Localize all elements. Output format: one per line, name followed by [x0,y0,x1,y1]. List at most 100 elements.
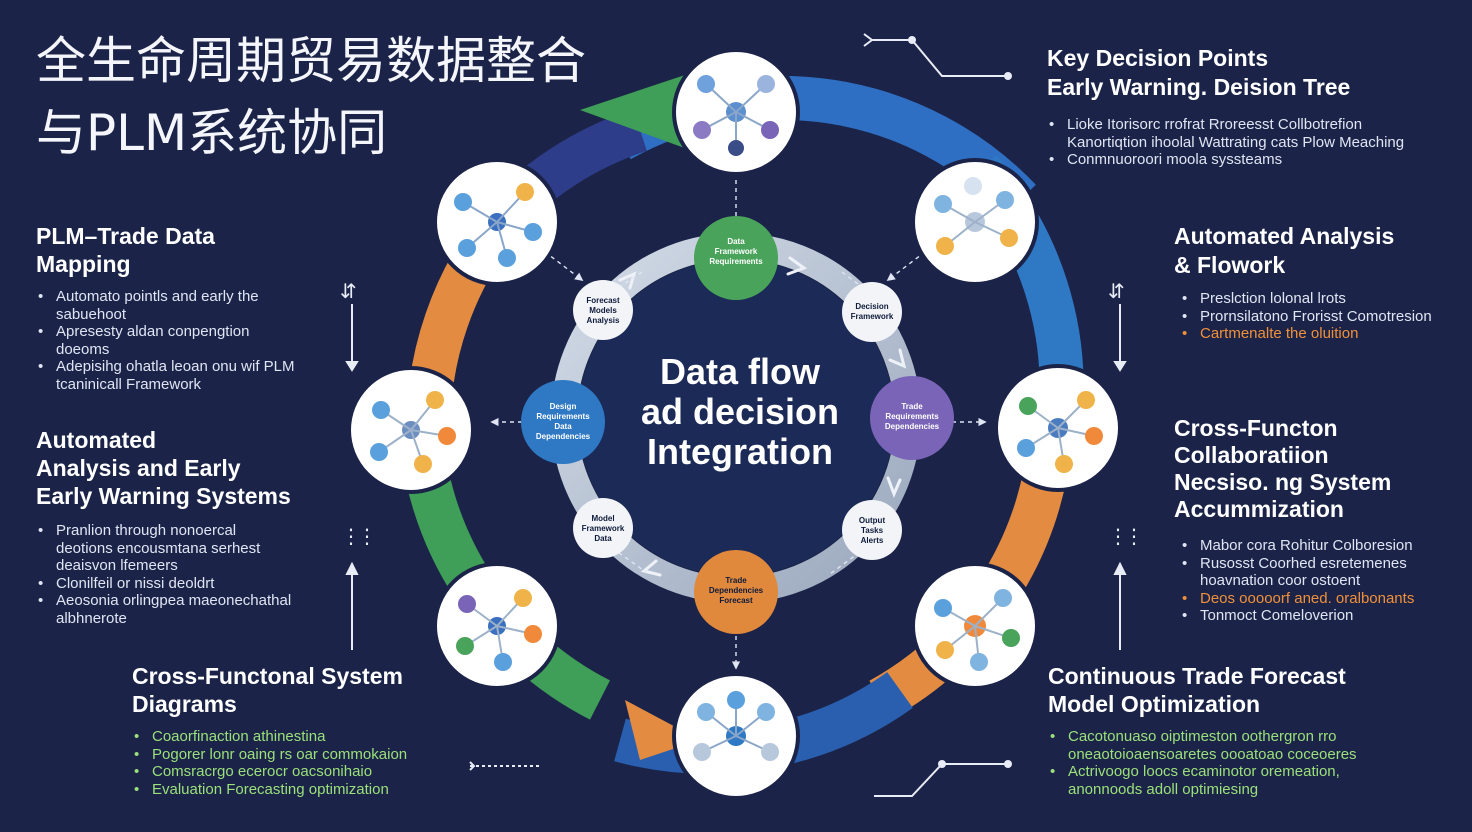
bullet-line: hoavnation coor ostoent [1200,572,1361,589]
section-r2-bullets: Mabor cora Rohitur Colboresion Rusosst C… [1180,537,1464,625]
node-bottom-left-small-label: Model Framework Data [558,514,648,544]
section-tr-heading: Key Decision Points Early Warning. Deisi… [1047,44,1447,102]
node-top-line-3: Requirements [709,257,763,266]
bullet-line: Mabor cora Rohitur Colboresion [1200,537,1413,554]
list-item: Aeosonia orlingpea maeonechathal albhner… [36,592,336,627]
node-bottom-left-small [573,498,633,558]
node-tls-line-1: Forecast [586,296,620,305]
network-badge-left [347,366,475,494]
list-item: Mabor cora Rohitur Colboresion [1180,537,1464,555]
node-right-line-1: Trade [901,402,923,411]
network-badge-top-right [911,158,1039,286]
flow-right-icon: ⇵ [1108,279,1125,303]
bullet-line: Lioke Itorisorc rrofrat Rroreesst Collbo… [1067,116,1363,133]
bullet-line: Tonmoct Comeloverion [1200,607,1354,624]
node-left-line-1: Design [549,402,577,411]
bullet-line: Automato pointls and early the [56,288,259,305]
list-item: Conmnuoroori moola syssteams [1047,151,1447,169]
bullet-line: sabuehoot [56,305,127,323]
list-item: Comsracrgo ecerocr oacsonihaio [132,763,462,781]
node-left-line-2: Requirements [536,412,590,421]
section-key-decision-points: Key Decision Points Early Warning. Deisi… [1047,44,1447,169]
node-right-line-3: Dependencies [884,422,940,431]
list-item: Cacotonuaso oiptimeston oothergron rro o… [1048,728,1448,763]
node-brs-line-1: Output [858,516,886,525]
bullet-line: doeoms [56,340,110,358]
section-bl-bullets: Coaorfinaction athinestina Pogorer lonr … [132,728,462,798]
bullet-line: Conmnuoroori moola syssteams [1067,151,1283,168]
center-line-1: Data flow [659,351,820,392]
section-ml-heading-3: Early Warning Systems [36,483,291,509]
node-left-label: Design Requirements Data Dependencies [518,402,608,442]
node-bottom [694,550,778,634]
section-tl-bullets: Automato pointls and early the sabuehoot… [36,288,326,393]
bullet-line: Rusosst Coorhed esretemenes [1200,554,1407,572]
list-item: Coaorfinaction athinestina [132,728,462,746]
section-ml-bullets: Pranlion through nonoercal deotions enco… [36,522,336,627]
center-label: Data flow ad decision Integration [600,352,880,472]
node-top-line-1: Data [727,237,745,246]
section-r1-bullets: Preslction lolonal lrots Prornsilatono F… [1180,290,1464,343]
section-bl-heading-2: Diagrams [132,691,237,717]
side-arrows [345,304,1127,650]
inner-core [578,260,894,576]
network-badge-bottom-right [911,562,1039,690]
node-top-label: Data Framework Requirements [691,237,781,267]
node-top-left-small [573,280,633,340]
section-tr-heading-1: Key Decision Points [1047,45,1269,71]
leader-lines [469,33,1012,797]
node-bls-line-3: Data [594,534,612,543]
section-bl-heading-1: Cross-Functonal System [132,663,403,689]
section-ml-heading-2: Analysis and Early [36,455,241,481]
node-right-label: Trade Requirements Dependencies [867,402,957,432]
bullet-line: Clonilfeil or nissi deoldrt [56,574,215,592]
section-tr-heading-2: Early Warning. Deision Tree [1047,74,1351,100]
list-item: Automato pointls and early the sabuehoot [36,288,326,323]
section-r2-heading-1: Cross-Functon [1174,415,1338,441]
section-r2-heading-2: Collaboratiion [1174,442,1329,468]
node-top-right-small-label: Decision Framework [827,302,917,322]
network-badge-bottom-left [433,562,561,690]
bullet-line: anonnoods adoll optimiesing [1068,780,1259,798]
list-item: Prornsilatono Frorisst Comotresion [1180,308,1464,326]
node-brs-line-3: Alerts [860,536,884,545]
list-item: Adepisihg ohatla leoan onu wif PLM tcani… [36,358,326,393]
list-item: Actrivoogo loocs ecaminotor oremeation, … [1048,763,1448,798]
network-badge-top [672,48,800,176]
section-r1-heading-2: & Flowork [1174,252,1286,278]
node-right-line-2: Requirements [885,412,939,421]
section-br-heading: Continuous Trade Forecast Model Optimiza… [1048,662,1448,718]
list-item: Apresesty aldan conpengtion doeoms [36,323,326,358]
grid-left-icon: ⋮⋮ [341,524,377,548]
page-title: 全生命周期贸易数据整合 与PLM系统协同 [36,30,586,164]
node-trs-line-2: Framework [850,312,894,321]
section-cross-function-collaboration: Cross-Functon Collaboratiion Necsiso. ng… [1174,415,1464,625]
section-plm-trade-mapping: PLM–Trade Data Mapping Automato pointls … [36,222,326,393]
ring-arrow-top [580,70,700,150]
bullet-line: albhnerote [56,609,127,627]
node-left-line-4: Dependencies [535,432,591,441]
section-tl-heading-1: PLM–Trade Data [36,223,215,249]
bullet-line: oneaotoioaensoaretes oooatoao coceoeres [1068,745,1357,763]
section-cross-functional-diagrams: Cross-Functonal System Diagrams Coaorfin… [132,662,462,798]
bullet-line: Aeosonia orlingpea maeonechathal [56,592,292,609]
node-bottom-label: Trade Dependencies Forecast [691,576,781,606]
list-item: Preslction lolonal lrots [1180,290,1464,308]
node-bottom-line-2: Dependencies [708,586,764,595]
list-item: Rusosst Coorhed esretemenes hoavnation c… [1180,555,1464,590]
list-item: Clonilfeil or nissi deoldrt [36,575,336,593]
section-r2-heading-4: Accummization [1174,496,1344,522]
section-bl-heading: Cross-Functonal System Diagrams [132,662,462,718]
grid-right-icon: ⋮⋮ [1108,524,1144,548]
section-ml-heading: Automated Analysis and Early Early Warni… [36,426,336,510]
node-top-line-2: Framework [714,247,758,256]
section-tr-bullets: Lioke Itorisorc rrofrat Rroreesst Collbo… [1047,116,1447,169]
list-item: Evaluation Forecasting optimization [132,781,462,799]
node-bottom-right-small [842,500,902,560]
list-item: Pranlion through nonoercal deotions enco… [36,522,336,575]
section-r1-heading-1: Automated Analysis [1174,223,1395,249]
node-trs-line-1: Decision [855,302,889,311]
network-badge-top-left [433,158,561,286]
list-item: Cartmenalte the oluition [1180,325,1464,343]
